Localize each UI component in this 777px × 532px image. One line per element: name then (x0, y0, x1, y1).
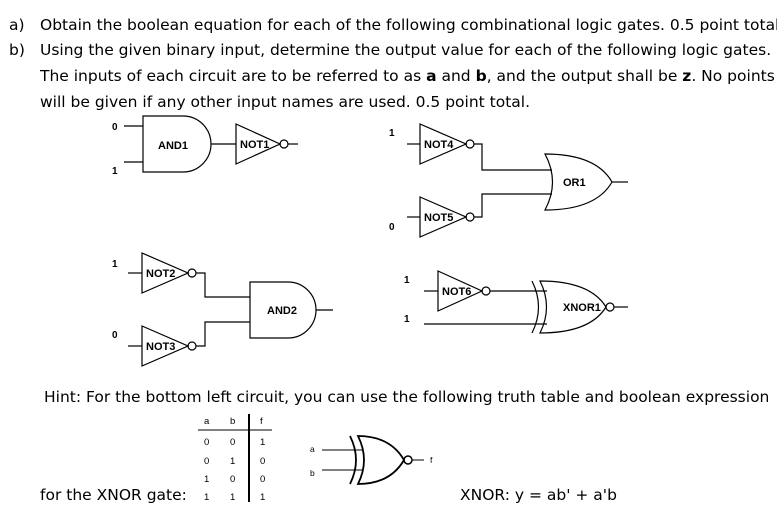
and2-gate (249, 281, 317, 339)
input-name-b: b (475, 67, 487, 85)
xnor-symbol-input-b: b (310, 468, 315, 478)
item-b-line1: Using the given binary input, determine … (40, 41, 772, 59)
truth-table-header-b: b (230, 416, 235, 427)
item-b-marker: b) (9, 41, 25, 59)
not3-label: NOT3 (146, 341, 175, 353)
circuit-not4-not5-or1: 1 0 NOT4 NOT5 OR1 (389, 123, 628, 238)
item-a-text: Obtain the boolean equation for each of … (40, 16, 777, 34)
truth-table-cell: 1 (260, 437, 265, 448)
xnor-symbol-extra-curve (349, 435, 357, 485)
truth-table-cell: 0 (230, 437, 235, 448)
circuit-not6-xnor1: 1 1 NOT6 XNOR1 (404, 270, 628, 334)
xnor1-label: XNOR1 (563, 302, 601, 314)
item-a-marker: a) (9, 16, 25, 34)
xnor-expression: XNOR: y = ab' + a'b (460, 486, 617, 504)
circuit-and1-not1: 0 1 AND1 NOT1 (112, 115, 298, 177)
truth-table-cell: 1 (204, 492, 209, 503)
not4-label: NOT4 (424, 139, 454, 151)
item-b-line2-post2: . No points (691, 67, 775, 85)
and1-label: AND1 (158, 140, 188, 152)
not1-gate (235, 123, 282, 165)
truth-table-cell: 1 (230, 456, 235, 467)
and1-gate (142, 115, 212, 173)
not2-gate (141, 252, 190, 294)
truth-table-cell: 0 (204, 437, 209, 448)
xnor-symbol-bubble (403, 455, 413, 465)
not3-gate (141, 325, 190, 367)
truth-table-header-a: a (204, 416, 210, 427)
input-name-a: a (426, 67, 437, 85)
truth-table-cell: 0 (260, 474, 265, 485)
c1-input-top: 0 (112, 122, 118, 133)
item-b-line2-post1: , and the output shall be (486, 67, 683, 85)
xnor1-extra-curve (531, 280, 540, 334)
hint-text: Hint: For the bottom left circuit, you c… (44, 388, 770, 406)
circuit-diagrams: 0 1 AND1 NOT1 1 0 NOT4 NOT5 OR1 1 0 (112, 115, 628, 367)
truth-table-cell: 0 (204, 456, 209, 467)
c4-input-bottom: 1 (404, 314, 410, 325)
truth-table-header-f: f (260, 416, 263, 427)
xnor-symbol: a b f (310, 435, 433, 485)
and2-label: AND2 (267, 305, 297, 317)
xnor-hint-graphics: a b f 0 0 1 0 1 0 1 0 0 1 1 1 a b f (198, 414, 433, 503)
c4-input-top: 1 (404, 275, 410, 286)
truth-table-cell: 1 (260, 492, 265, 503)
not5-gate (419, 196, 468, 238)
not2-label: NOT2 (146, 268, 175, 280)
not6-gate (437, 270, 484, 312)
not5-label: NOT5 (424, 212, 453, 224)
xnor1-gate (539, 280, 607, 334)
c2-input-top: 1 (389, 128, 395, 139)
output-name-z: z (682, 67, 692, 85)
item-b-line3: will be given if any other input names a… (40, 93, 531, 111)
not6-label: NOT6 (442, 286, 471, 298)
truth-table-cell: 0 (260, 456, 265, 467)
c1-input-bottom: 1 (112, 166, 118, 177)
xnor-symbol-input-a: a (310, 444, 315, 454)
not1-label: NOT1 (240, 139, 269, 151)
circuit-not2-not3-and2: 1 0 NOT2 NOT3 AND2 (112, 252, 333, 367)
c3-input-top: 1 (112, 259, 118, 270)
xnor-symbol-body (356, 435, 406, 485)
or1-label: OR1 (563, 177, 586, 189)
item-b-line2: The inputs of each circuit are to be ref… (40, 66, 775, 86)
or1-gate (543, 153, 613, 211)
truth-table-cell: 1 (230, 492, 235, 503)
item-b-line2-mid: and (436, 67, 476, 85)
c3-input-bottom: 0 (112, 330, 118, 341)
xnor-for-label: for the XNOR gate: (40, 486, 187, 504)
truth-table-cell: 0 (230, 474, 235, 485)
truth-table: a b f 0 0 1 0 1 0 1 0 0 1 1 1 (198, 414, 272, 503)
truth-table-cell: 1 (204, 474, 209, 485)
item-b-line2-pre: The inputs of each circuit are to be ref… (40, 67, 427, 85)
c2-input-bottom: 0 (389, 222, 395, 233)
not4-gate (419, 123, 468, 165)
xnor1-bubble (605, 302, 615, 312)
xnor-symbol-output-f: f (430, 455, 433, 465)
